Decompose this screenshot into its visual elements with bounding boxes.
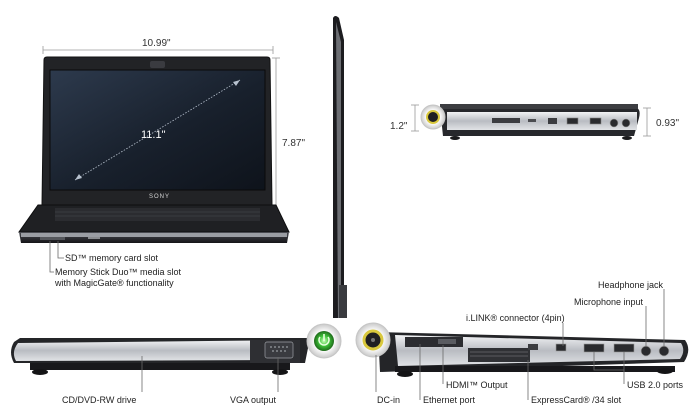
bottom-left-leaders <box>141 356 279 392</box>
headphone-jack-label: Headphone jack <box>598 280 664 290</box>
height-front-dimension: 0.93" <box>656 118 680 129</box>
hdmi-output-label: HDMI™ Output <box>446 380 508 390</box>
front-leaders <box>49 241 64 273</box>
ilink-connector-label: i.LINK® connector (4pin) <box>466 313 565 323</box>
vga-output-label: VGA output <box>230 395 277 405</box>
laptop-side-bottom-right <box>355 322 689 377</box>
usb-ports-label: USB 2.0 ports <box>627 380 684 390</box>
screen-size-label: 11.1" <box>141 129 166 141</box>
microphone-input-label: Microphone input <box>574 297 644 307</box>
brand-logo: SONY <box>149 194 171 200</box>
laptop-side-top-right <box>411 104 651 140</box>
depth-dimension: 7.87" <box>282 138 306 149</box>
laptop-front-view <box>18 46 290 243</box>
memory-stick-label-line2: with MagicGate® functionality <box>55 278 174 288</box>
dvd-drive-label: CD/DVD-RW drive <box>62 395 137 405</box>
sd-slot-label: SD™ memory card slot <box>65 253 159 263</box>
dc-in-label: DC-in <box>377 395 401 405</box>
laptop-side-profile <box>333 16 347 318</box>
width-dimension: 10.99" <box>142 38 171 49</box>
memory-stick-label-line1: Memory Stick Duo™ media slot <box>55 267 182 277</box>
height-back-dimension: 1.2" <box>390 121 408 132</box>
bottom-right-leaders <box>375 289 665 400</box>
ethernet-port-label: Ethernet port <box>423 395 476 405</box>
laptop-side-bottom-left <box>11 323 342 375</box>
expresscard-slot-label: ExpressCard® /34 slot <box>531 395 622 405</box>
